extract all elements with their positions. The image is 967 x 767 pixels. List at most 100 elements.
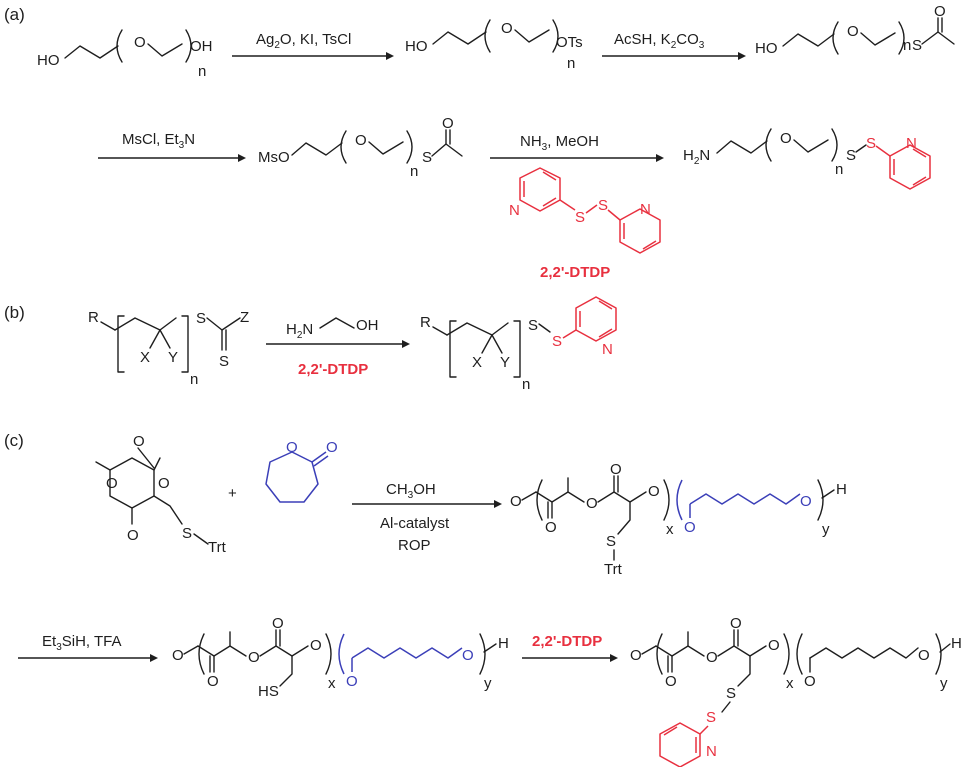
svg-text:S: S	[866, 135, 876, 152]
svg-text:x: x	[786, 675, 794, 692]
functional-lactide: O O O O S Trt	[95, 433, 227, 556]
pyridyl-disulfide-polymer: R X Y n S S N	[420, 296, 617, 393]
svg-text:y: y	[940, 675, 948, 692]
peg-tosylate: HO O OTs n	[405, 19, 583, 72]
svg-text:O: O	[133, 433, 145, 450]
panel-b-label: (b)	[4, 303, 25, 322]
dtdp-structure: N S S N 2,2'-DTDP	[509, 167, 661, 281]
svg-text:O: O	[706, 649, 718, 666]
svg-text:O: O	[586, 495, 598, 512]
svg-text:NH3, MeOH: NH3, MeOH	[520, 133, 599, 153]
svg-text:n: n	[522, 376, 530, 393]
svg-text:S: S	[196, 310, 206, 327]
svg-text:X: X	[140, 349, 150, 366]
svg-text:S: S	[726, 685, 736, 702]
svg-text:S: S	[912, 37, 922, 54]
svg-text:Et3SiH, TFA: Et3SiH, TFA	[42, 633, 122, 653]
svg-text:n: n	[835, 161, 843, 178]
svg-text:O: O	[310, 637, 322, 654]
svg-text:O: O	[127, 527, 139, 544]
svg-text:ROP: ROP	[398, 537, 431, 554]
svg-text:2,2'-DTDP: 2,2'-DTDP	[532, 633, 602, 650]
plus-sign: +	[228, 485, 237, 502]
svg-text:H: H	[498, 635, 509, 652]
svg-text:Y: Y	[500, 354, 510, 371]
svg-text:HS: HS	[258, 683, 279, 700]
svg-text:n: n	[410, 163, 418, 180]
arrow-a1: Ag2O, KI, TsCl	[232, 31, 394, 60]
svg-text:O: O	[207, 673, 219, 690]
svg-text:O: O	[158, 475, 170, 492]
svg-text:O: O	[501, 20, 513, 37]
svg-text:CH3OH: CH3OH	[386, 481, 436, 501]
svg-text:HO: HO	[37, 52, 60, 69]
svg-text:x: x	[666, 521, 674, 538]
svg-text:O: O	[326, 439, 338, 456]
svg-text:2,2'-DTDP: 2,2'-DTDP	[298, 361, 368, 378]
svg-text:H: H	[836, 481, 847, 498]
svg-text:n: n	[903, 37, 911, 54]
svg-text:Trt: Trt	[604, 561, 623, 578]
svg-text:S: S	[552, 333, 562, 350]
svg-text:n: n	[190, 371, 198, 388]
svg-text:O: O	[286, 439, 298, 456]
svg-text:O: O	[134, 34, 146, 51]
svg-text:X: X	[472, 354, 482, 371]
svg-text:S: S	[706, 709, 716, 726]
svg-text:N: N	[602, 341, 613, 358]
svg-text:O: O	[768, 637, 780, 654]
svg-text:O: O	[648, 483, 660, 500]
svg-text:O: O	[545, 519, 557, 536]
svg-text:R: R	[420, 314, 431, 331]
svg-text:O: O	[847, 23, 859, 40]
svg-text:O: O	[106, 475, 118, 492]
arrow-c3: 2,2'-DTDP	[522, 633, 618, 662]
svg-text:MsCl, Et3N: MsCl, Et3N	[122, 131, 195, 151]
svg-text:O: O	[804, 673, 816, 690]
svg-text:N: N	[706, 743, 717, 760]
svg-text:S: S	[575, 209, 585, 226]
svg-text:Ag2O, KI, TsCl: Ag2O, KI, TsCl	[256, 31, 351, 51]
svg-text:O: O	[248, 649, 260, 666]
svg-text:N: N	[906, 135, 917, 152]
svg-text:AcSH, K2CO3: AcSH, K2CO3	[614, 31, 705, 51]
arrow-b: H2N OH 2,2'-DTDP	[266, 317, 410, 378]
svg-text:O: O	[510, 493, 522, 510]
svg-text:S: S	[846, 147, 856, 164]
caprolactone: O O	[265, 439, 338, 503]
svg-text:N: N	[640, 201, 651, 218]
arrow-c2: Et3SiH, TFA	[18, 633, 158, 662]
svg-text:O: O	[684, 519, 696, 536]
arrow-a4: NH3, MeOH	[490, 133, 664, 162]
svg-text:Y: Y	[168, 349, 178, 366]
svg-text:O: O	[355, 132, 367, 149]
svg-text:O: O	[780, 130, 792, 147]
svg-text:Al-catalyst: Al-catalyst	[380, 515, 450, 532]
svg-text:O: O	[934, 3, 946, 20]
svg-text:H2N: H2N	[683, 147, 710, 167]
svg-text:N: N	[509, 202, 520, 219]
svg-text:O: O	[665, 673, 677, 690]
raft-polymer: R X Y n S S Z	[88, 309, 249, 388]
svg-text:H2N: H2N	[286, 321, 313, 341]
svg-text:O: O	[346, 673, 358, 690]
svg-text:S: S	[606, 533, 616, 550]
svg-text:HO: HO	[755, 40, 778, 57]
peg-diol: HO O OH n	[37, 29, 213, 80]
copolymer-thiol: O O O O HS O x O O y H	[172, 615, 509, 700]
svg-text:HO: HO	[405, 38, 428, 55]
copolymer-pyridyl-disulfide: O O O O S S N O x O O y H	[630, 615, 962, 767]
svg-text:O: O	[442, 115, 454, 132]
svg-text:S: S	[219, 353, 229, 370]
arrow-a2: AcSH, K2CO3	[602, 31, 746, 60]
svg-text:n: n	[567, 55, 575, 72]
svg-text:y: y	[484, 675, 492, 692]
svg-text:O: O	[800, 493, 812, 510]
peg-amine-pyridyl-disulfide: H2N O n S S N	[683, 128, 931, 190]
svg-text:n: n	[198, 63, 206, 80]
svg-text:x: x	[328, 675, 336, 692]
arrow-c1: CH3OH Al-catalyst ROP	[352, 481, 502, 554]
svg-text:O: O	[630, 647, 642, 664]
svg-text:H: H	[951, 635, 962, 652]
svg-text:S: S	[182, 525, 192, 542]
